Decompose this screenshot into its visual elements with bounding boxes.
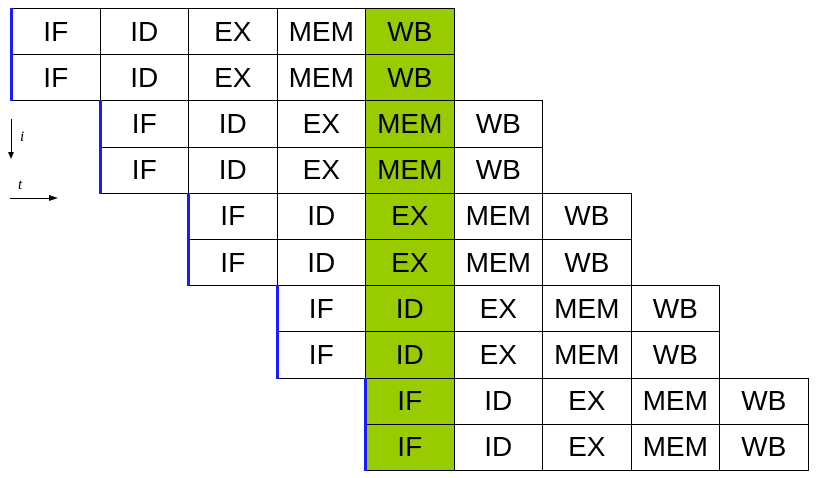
issue-marker: [187, 239, 190, 287]
stage-cell-wb: WB: [719, 423, 809, 471]
stage-cell-wb: WB: [542, 239, 632, 287]
stage-cell-ex: EX: [188, 54, 278, 102]
stage-cell-ex: EX: [453, 331, 543, 379]
time-axis-label: t: [18, 177, 23, 193]
stage-cell-wb: WB: [453, 146, 543, 194]
issue-marker: [10, 54, 13, 102]
issue-marker: [275, 285, 279, 333]
stage-cell-if: IF: [276, 331, 366, 379]
stage-cell-id: ID: [453, 423, 543, 471]
stage-cell-ex: EX: [276, 100, 366, 148]
stage-cell-id: ID: [99, 8, 189, 56]
stage-cell-id: ID: [99, 54, 189, 102]
stage-cell-mem: MEM: [365, 100, 455, 148]
stage-cell-wb: WB: [719, 377, 809, 425]
stage-cell-ex: EX: [276, 146, 366, 194]
stage-cell-id: ID: [276, 192, 366, 240]
stage-cell-wb: WB: [630, 285, 720, 333]
stage-cell-wb: WB: [630, 331, 720, 379]
stage-cell-mem: MEM: [276, 54, 366, 102]
instruction-axis-label: i: [20, 129, 25, 145]
stage-cell-id: ID: [365, 285, 455, 333]
stage-cell-id: ID: [188, 146, 278, 194]
issue-marker: [364, 423, 367, 471]
stage-cell-mem: MEM: [365, 146, 455, 194]
stage-cell-if: IF: [365, 423, 455, 471]
stage-cell-wb: WB: [542, 192, 632, 240]
instruction-axis-line: [11, 119, 12, 153]
issue-marker: [98, 146, 102, 194]
stage-cell-id: ID: [365, 331, 455, 379]
stage-cell-ex: EX: [365, 239, 455, 287]
stage-cell-if: IF: [99, 100, 189, 148]
stage-cell-ex: EX: [453, 285, 543, 333]
stage-cell-wb: WB: [365, 8, 455, 56]
stage-cell-if: IF: [188, 239, 278, 287]
stage-cell-if: IF: [188, 192, 278, 240]
stage-cell-ex: EX: [365, 192, 455, 240]
stage-cell-wb: WB: [365, 54, 455, 102]
time-axis-line: [10, 198, 50, 199]
instruction-axis-arrowhead: [8, 152, 14, 159]
stage-cell-id: ID: [453, 377, 543, 425]
stage-cell-if: IF: [11, 54, 101, 102]
stage-cell-if: IF: [99, 146, 189, 194]
stage-cell-ex: EX: [188, 8, 278, 56]
stage-cell-ex: EX: [542, 423, 632, 471]
stage-cell-if: IF: [276, 285, 366, 333]
stage-cell-wb: WB: [453, 100, 543, 148]
stage-cell-mem: MEM: [453, 239, 543, 287]
issue-marker: [364, 377, 367, 425]
issue-marker: [187, 192, 190, 240]
time-axis-arrowhead: [49, 195, 58, 201]
stage-cell-ex: EX: [542, 377, 632, 425]
stage-cell-mem: MEM: [453, 192, 543, 240]
issue-marker: [275, 331, 279, 379]
issue-marker: [98, 100, 102, 148]
stage-cell-mem: MEM: [542, 331, 632, 379]
stage-cell-mem: MEM: [630, 423, 720, 471]
stage-cell-mem: MEM: [276, 8, 366, 56]
stage-cell-if: IF: [365, 377, 455, 425]
stage-cell-mem: MEM: [542, 285, 632, 333]
stage-cell-mem: MEM: [630, 377, 720, 425]
stage-cell-id: ID: [276, 239, 366, 287]
stage-cell-if: IF: [11, 8, 101, 56]
stage-cell-id: ID: [188, 100, 278, 148]
issue-marker: [10, 8, 13, 56]
